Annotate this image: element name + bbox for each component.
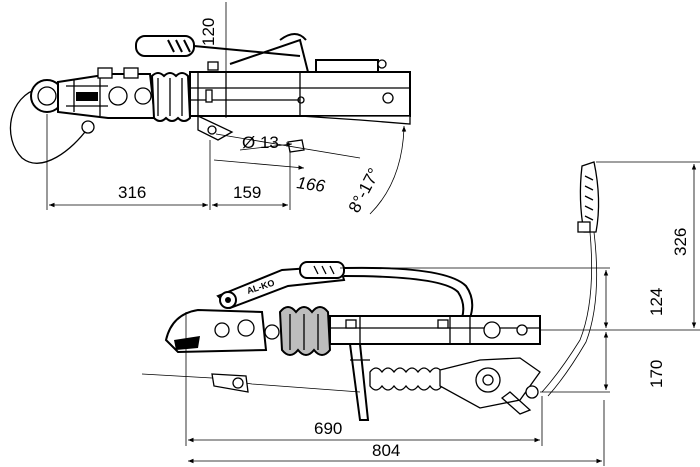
handle-grip xyxy=(135,35,195,57)
dim-angle: 8°-17° xyxy=(345,165,384,216)
brake-cable xyxy=(141,373,361,393)
top-view: 120 Ø 13 316 159 166 8°-17° xyxy=(9,2,411,216)
dim-120: 120 xyxy=(199,18,218,46)
dim-316: 316 xyxy=(118,183,146,202)
cable-hook xyxy=(81,120,95,134)
dim-166: 166 xyxy=(295,173,326,196)
drawbar-side xyxy=(329,315,541,345)
dim-170: 170 xyxy=(647,360,666,388)
side-view: AL-KO xyxy=(141,161,700,466)
angle-arc xyxy=(369,127,405,215)
dim-159: 159 xyxy=(233,183,261,202)
bellows xyxy=(150,72,192,122)
dim-804: 804 xyxy=(372,441,400,460)
dim-124: 124 xyxy=(647,288,666,316)
damper-spring xyxy=(369,367,443,391)
bellows-side xyxy=(278,306,332,356)
raised-lever xyxy=(579,161,600,233)
safety-cable xyxy=(9,87,89,164)
dim-690: 690 xyxy=(314,419,342,438)
dim-hole-diameter: Ø 13 xyxy=(242,133,279,152)
dim-326: 326 xyxy=(671,228,690,256)
